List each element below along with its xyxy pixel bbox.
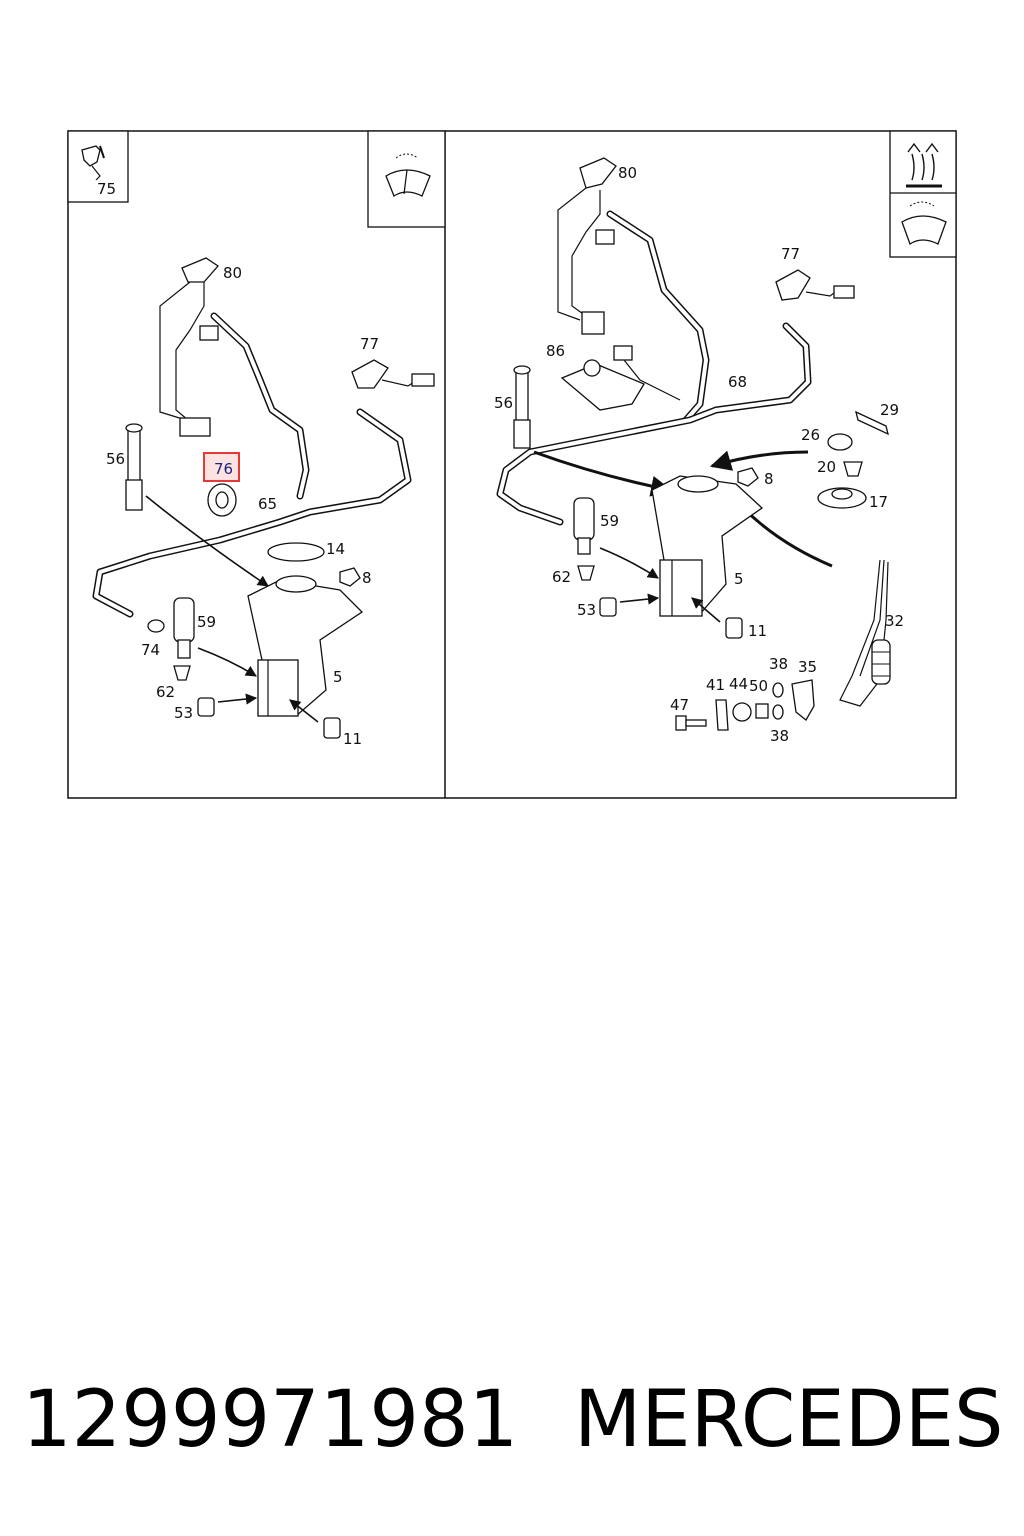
callout-38-bottom: 38 (770, 727, 789, 745)
callout-56-left: 56 (106, 450, 125, 468)
seat-symbol-icon (81, 145, 105, 181)
callout-59-left: 59 (197, 613, 216, 631)
callout-26: 26 (801, 426, 820, 444)
washer-reservoir-right (651, 475, 764, 617)
callout-62-right: 62 (552, 568, 571, 586)
level-sensor-56-left (125, 423, 143, 511)
callout-32: 32 (885, 612, 904, 630)
grommet-11-left (323, 717, 341, 739)
grommet-76 (207, 483, 237, 517)
grommet-53-left (197, 697, 215, 717)
callout-53-left: 53 (174, 704, 193, 722)
footer: 1299971981 MERCEDES (0, 1370, 1024, 1470)
callout-11-left: 11 (343, 730, 362, 748)
ring-38b (772, 704, 784, 720)
callout-14: 14 (326, 540, 345, 558)
callout-53-right: 53 (577, 601, 596, 619)
callout-62-left: 62 (156, 683, 175, 701)
callout-75: 75 (97, 180, 116, 198)
callout-74: 74 (141, 641, 160, 659)
level-sensor-56-right (513, 365, 531, 449)
heated-washer-icon (906, 142, 942, 188)
nozzle-80 (181, 257, 219, 283)
strip-29 (855, 410, 889, 436)
grommet-62-left (173, 665, 191, 681)
callout-29: 29 (880, 401, 899, 419)
connector-35 (791, 679, 815, 721)
callout-35: 35 (798, 658, 817, 676)
grommet-11-right (725, 617, 743, 639)
washer-44 (732, 702, 752, 722)
callout-77-left: 77 (360, 335, 379, 353)
callout-77-right: 77 (781, 245, 800, 263)
windshield-washer-icon-right (901, 201, 947, 245)
callout-59-right: 59 (600, 512, 619, 530)
callout-11-right: 11 (748, 622, 767, 640)
washer-reservoir-left (247, 575, 364, 717)
callout-41: 41 (706, 676, 725, 694)
nut-8-right (737, 467, 759, 487)
gasket-14 (267, 542, 325, 562)
right-panel: 80 77 68 86 56 29 26 (494, 130, 957, 745)
highlight-box-76 (203, 452, 240, 482)
washer-pump-59-left (173, 597, 195, 659)
clip-50 (755, 703, 769, 719)
callout-47: 47 (670, 696, 689, 714)
callout-80-left: 80 (223, 264, 242, 282)
windshield-washer-icon (385, 153, 431, 197)
connector-left-1 (179, 417, 211, 437)
bolt-47 (675, 715, 707, 731)
washer-pump-59-right (573, 497, 595, 555)
callout-5-right: 5 (734, 570, 744, 588)
callout-68: 68 (728, 373, 747, 391)
nut-8-left (339, 567, 361, 587)
ring-38a (772, 682, 784, 698)
bracket-41 (715, 699, 729, 731)
cap-26 (827, 433, 853, 451)
nozzle-80-right (579, 157, 617, 189)
callout-8-right: 8 (764, 470, 774, 488)
callout-76: 76 (214, 460, 233, 478)
diagram-frame (67, 130, 957, 799)
valve-block-86 (560, 345, 681, 411)
callout-80-right: 80 (618, 164, 637, 182)
nozzle-77-left (351, 359, 389, 389)
brand-name: MERCEDES (574, 1375, 1004, 1465)
callout-17: 17 (869, 493, 888, 511)
left-panel: 75 80 77 65 56 (67, 130, 446, 748)
grommet-53-right (599, 597, 617, 617)
connector-left-2 (199, 325, 219, 341)
bump-stop-20 (843, 461, 863, 477)
callout-8-left: 8 (362, 569, 372, 587)
corner-box (67, 130, 129, 203)
heater-element-32 (839, 559, 891, 707)
callout-5-left: 5 (333, 668, 343, 686)
part-number: 1299971981 (22, 1375, 519, 1465)
callout-50: 50 (749, 677, 768, 695)
parts-diagram: 75 80 77 65 56 (67, 130, 957, 799)
grommet-62-right (577, 565, 595, 581)
callout-38-top: 38 (769, 655, 788, 673)
callout-44: 44 (729, 675, 748, 693)
callout-65: 65 (258, 495, 277, 513)
hose-clamp-74 (147, 619, 165, 633)
mount-17 (817, 487, 867, 509)
callout-56-right: 56 (494, 394, 513, 412)
nozzle-77-right (775, 269, 811, 301)
callout-86: 86 (546, 342, 565, 360)
callout-20: 20 (817, 458, 836, 476)
